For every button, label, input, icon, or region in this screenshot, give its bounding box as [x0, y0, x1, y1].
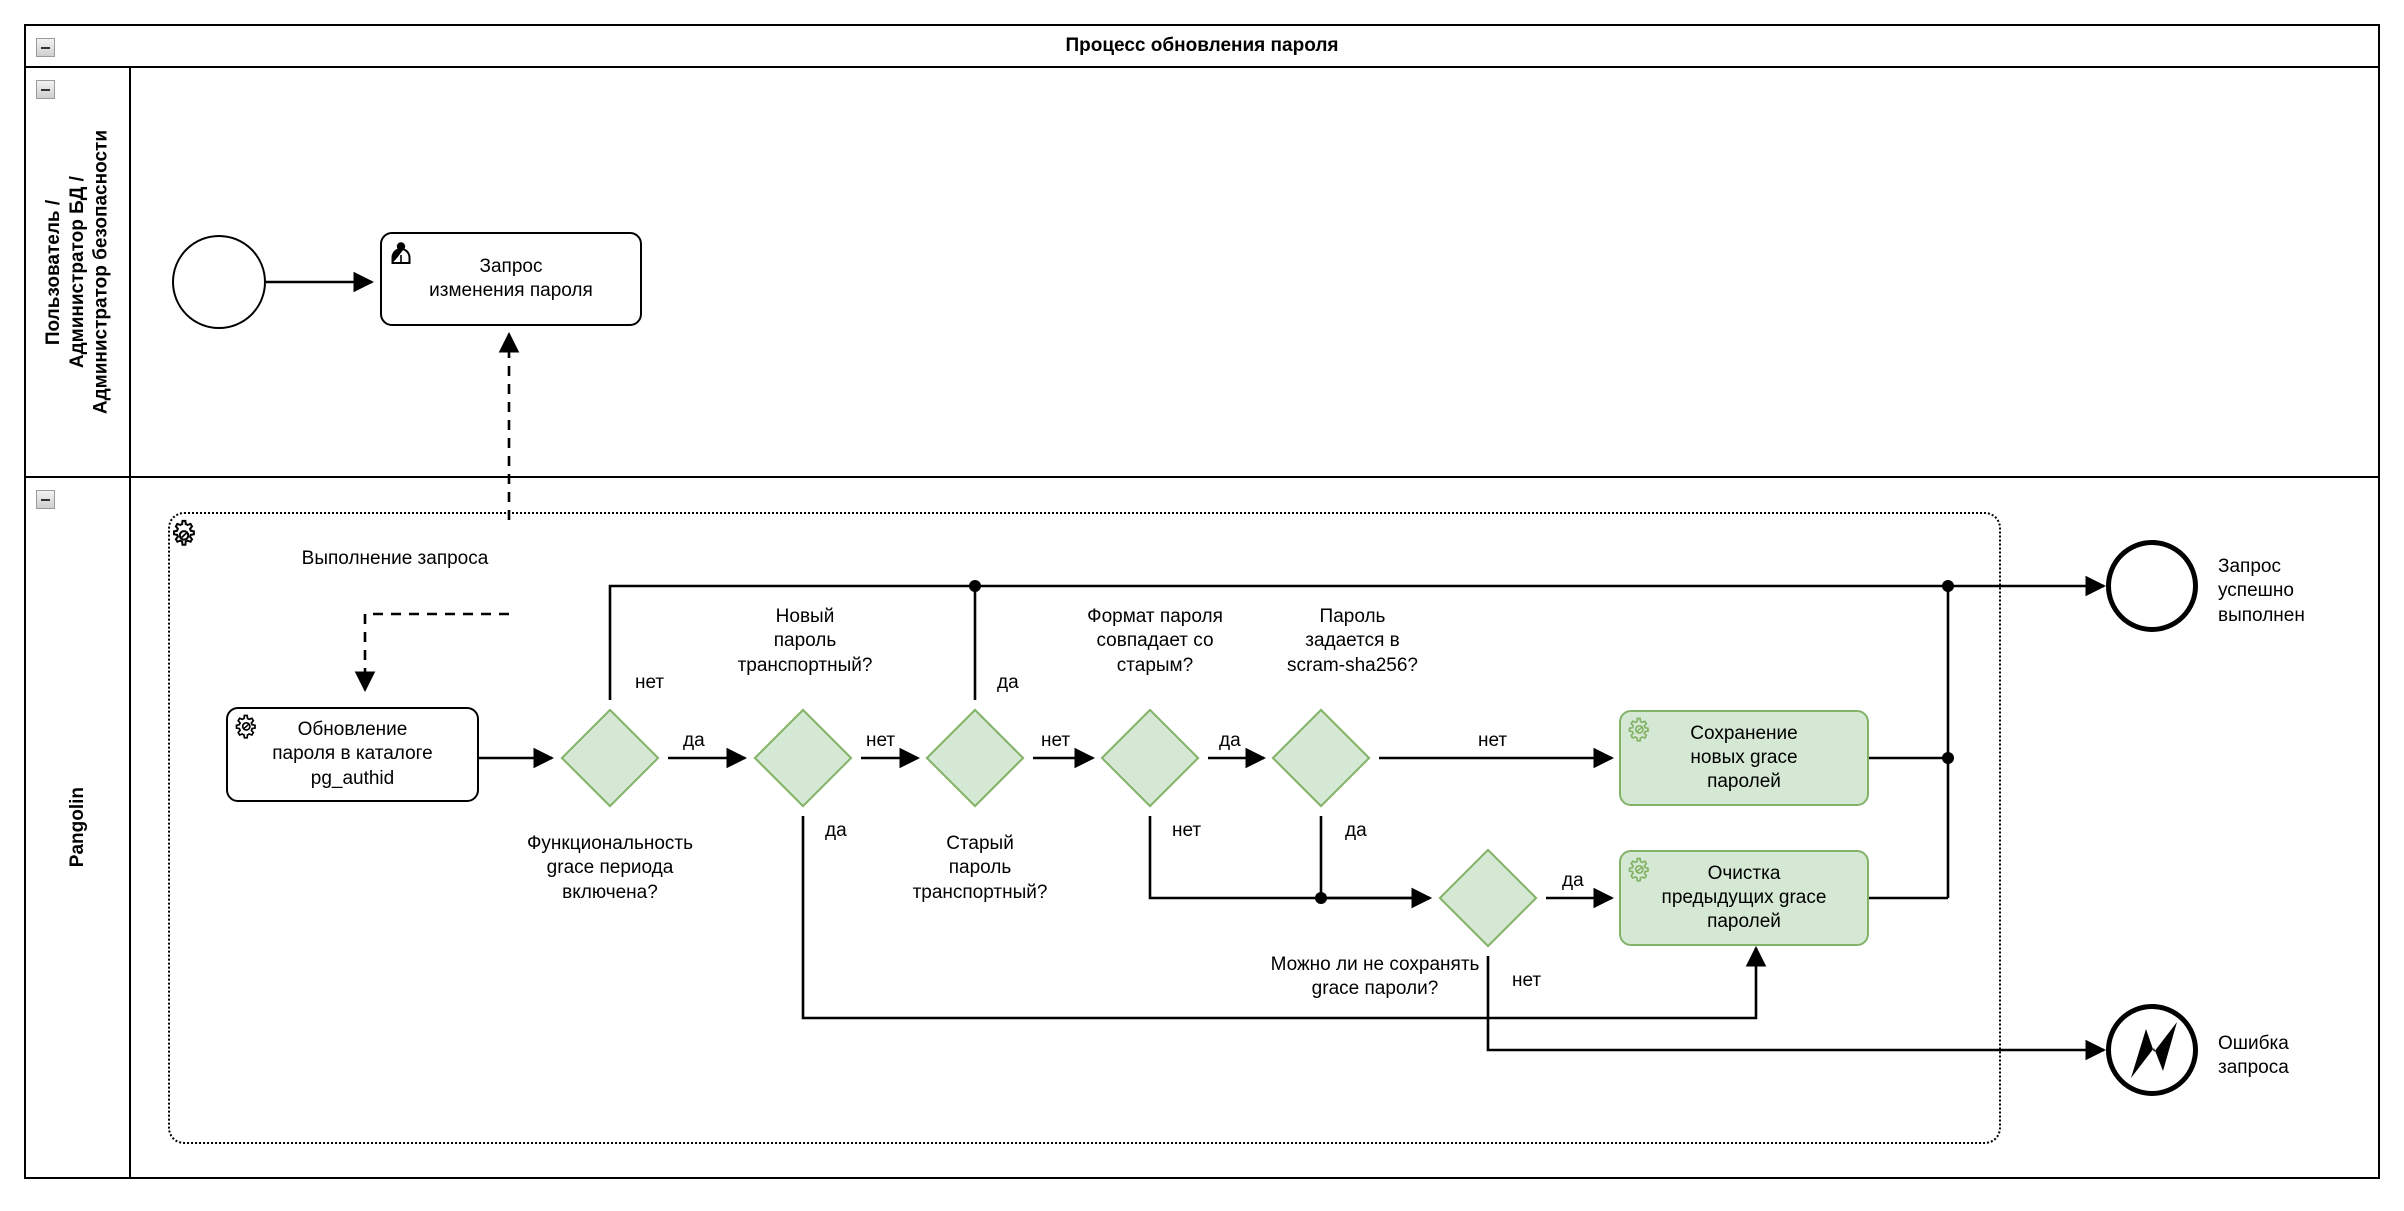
- gateway-format-matches-old-label: Формат пароля совпадает со старым?: [1087, 606, 1223, 676]
- flow-label-old-transport-yes: да: [997, 672, 1019, 693]
- gateway-scram-sha256-shape: [1271, 708, 1371, 808]
- end-event-error[interactable]: [2106, 1004, 2198, 1096]
- minus-icon: [41, 46, 50, 49]
- task-save-new-grace-passwords-label: Сохранение новых grace паролей: [1690, 722, 1798, 793]
- gear-icon: [1628, 857, 1649, 882]
- lane-divider: [26, 476, 2378, 478]
- gateway-new-password-transport-label: Новый пароль транспортный?: [737, 606, 873, 676]
- gateway-grace-enabled-shape: [560, 708, 660, 808]
- flow-label-grace-no: нет: [635, 672, 665, 693]
- gear-icon: [1628, 717, 1649, 742]
- gateway-skip-grace-passwords-shape: [1438, 848, 1538, 948]
- gateway-new-password-transport[interactable]: [753, 708, 853, 808]
- task-password-change-request-label: Запрос изменения пароля: [429, 255, 593, 301]
- gateway-skip-grace-passwords-label: Можно ли не сохранять grace пароли?: [1270, 954, 1480, 1000]
- flow-label-format-no: нет: [1172, 820, 1202, 841]
- subprocess-boundary: [168, 512, 2001, 1144]
- end-event-success-label: Запрос успешно выполнен: [2218, 556, 2305, 626]
- task-save-new-grace-passwords[interactable]: Сохранение новых grace паролей: [1619, 710, 1869, 806]
- flow-label-old-transport-no: нет: [1041, 730, 1071, 751]
- gateway-old-password-transport[interactable]: [925, 708, 1025, 808]
- gateway-old-password-transport-shape: [925, 708, 1025, 808]
- gateway-scram-sha256[interactable]: [1271, 708, 1371, 808]
- end-event-success[interactable]: [2106, 540, 2198, 632]
- minus-icon: [41, 498, 50, 501]
- task-password-change-request[interactable]: Запрос изменения пароля: [380, 232, 642, 326]
- gateway-old-password-transport-label: Старый пароль транспортный?: [912, 833, 1048, 903]
- pool-title-bar: Процесс обновления пароля: [26, 26, 2378, 68]
- task-update-password[interactable]: Обновление пароля в каталоге pg_authid: [226, 707, 479, 802]
- flow-label-skip-no: нет: [1512, 970, 1542, 991]
- minus-icon: [41, 88, 50, 91]
- lane-label-user: Пользователь / Администратор БД / Админи…: [26, 68, 131, 476]
- gateway-scram-sha256-label: Пароль задается в scram-sha256?: [1287, 606, 1418, 676]
- lane-label-pangolin-text: Pangolin: [66, 787, 88, 868]
- lane-label-pangolin: Pangolin: [26, 478, 131, 1177]
- task-clear-previous-grace-passwords-label: Очистка предыдущих grace паролей: [1661, 862, 1827, 933]
- gateway-format-matches-old[interactable]: [1100, 708, 1200, 808]
- gateway-new-password-transport-shape: [753, 708, 853, 808]
- flow-label-format-yes: да: [1219, 730, 1241, 751]
- pool-collapse-button[interactable]: [36, 38, 55, 57]
- end-event-error-label: Ошибка запроса: [2218, 1033, 2289, 1079]
- pool-title: Процесс обновления пароля: [1065, 35, 1339, 56]
- flow-label-grace-yes: да: [683, 730, 705, 751]
- gateway-grace-enabled[interactable]: [560, 708, 660, 808]
- user-icon: [391, 242, 411, 264]
- flow-label-scram-no: нет: [1478, 730, 1508, 751]
- gateway-grace-enabled-label: Функциональность grace периода включена?: [526, 833, 694, 903]
- task-update-password-label: Обновление пароля в каталоге pg_authid: [272, 719, 433, 789]
- lane-user-collapse-button[interactable]: [36, 80, 55, 99]
- gear-icon: [235, 714, 256, 739]
- gateway-skip-grace-passwords[interactable]: [1438, 848, 1538, 948]
- gateway-format-matches-old-shape: [1100, 708, 1200, 808]
- flow-label-skip-yes: да: [1562, 870, 1584, 891]
- flow-label-scram-yes: да: [1345, 820, 1367, 841]
- flow-label-new-transport-no: нет: [866, 730, 896, 751]
- lane-label-user-text: Пользователь / Администратор БД / Админи…: [42, 129, 112, 415]
- lane-pangolin-collapse-button[interactable]: [36, 490, 55, 509]
- task-clear-previous-grace-passwords[interactable]: Очистка предыдущих grace паролей: [1619, 850, 1869, 946]
- pool-container: [24, 24, 2380, 1179]
- start-event[interactable]: [172, 235, 266, 329]
- flow-label-message-exec: Выполнение запроса: [301, 548, 489, 569]
- flow-label-new-transport-yes: да: [825, 820, 847, 841]
